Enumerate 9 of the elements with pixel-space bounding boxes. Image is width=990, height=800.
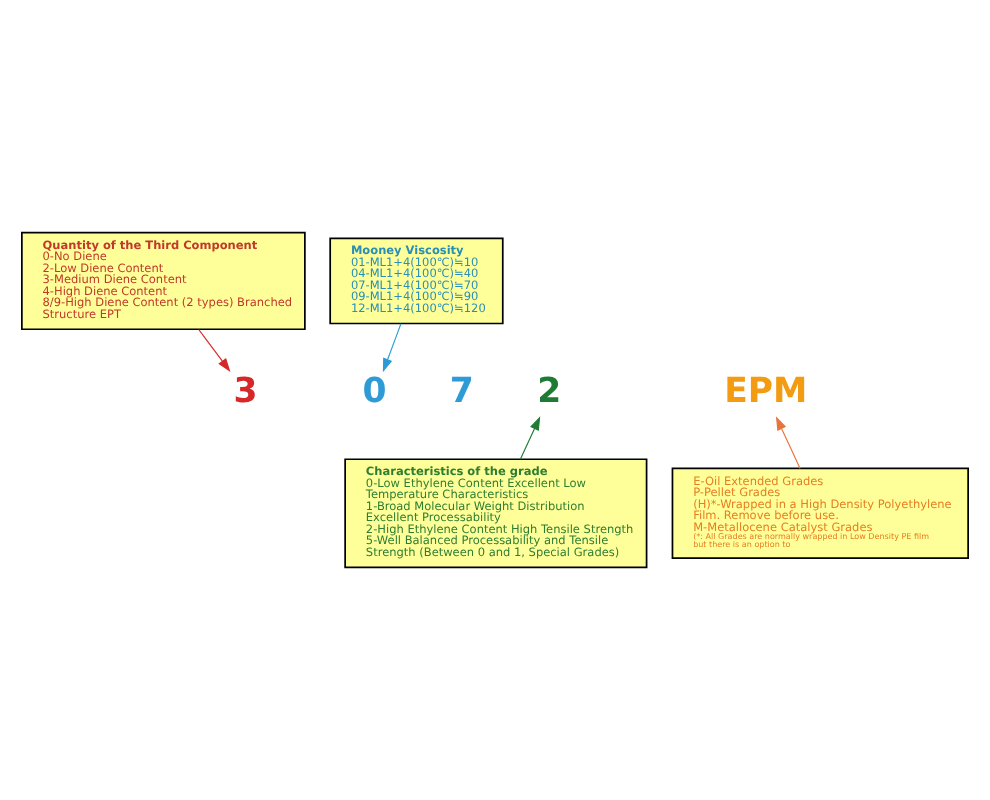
arrow <box>382 323 402 373</box>
node-text: 7 <box>449 371 474 412</box>
node-text: EPM <box>724 371 808 412</box>
arrow <box>519 416 541 460</box>
node-text: 3 <box>233 371 258 412</box>
node-text: 2 <box>537 371 562 412</box>
arrow <box>775 416 801 469</box>
node-text: 0 <box>362 371 387 412</box>
arrow <box>198 328 231 372</box>
